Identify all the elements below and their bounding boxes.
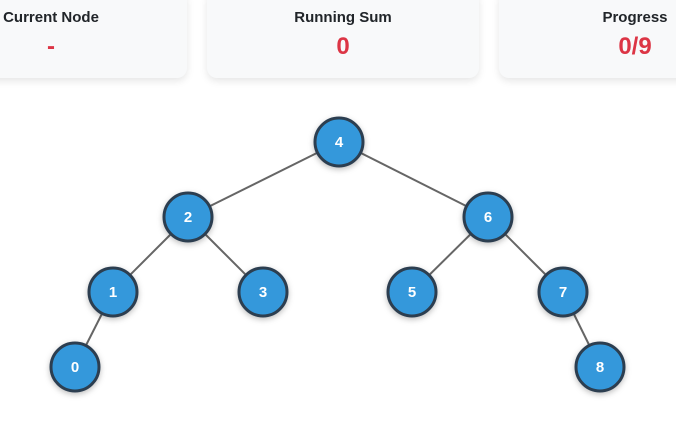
tree-node-label-7: 7 (559, 284, 567, 301)
tree-svg: 4 2 6 1 3 5 7 0 8 (49, 116, 626, 393)
running-sum-value: 0 (336, 33, 350, 60)
tree-node-8: 8 (574, 341, 626, 393)
tree-node-circle-4 (313, 116, 365, 168)
tree-node-label-4: 4 (335, 134, 344, 151)
tree-edge-4-6 (338, 141, 489, 218)
progress-value: 0/9 (618, 33, 652, 60)
tree-node-label-3: 3 (259, 284, 267, 301)
tree-node-circle-0 (49, 341, 101, 393)
tree-node-0: 0 (49, 341, 101, 393)
tree-node-circle-2 (162, 191, 214, 243)
tree-node-label-1: 1 (109, 284, 117, 301)
running-sum-label: Running Sum (294, 9, 392, 26)
tree-node-5: 5 (386, 266, 438, 318)
tree-node-circle-5 (386, 266, 438, 318)
tree-node-circle-7 (537, 266, 589, 318)
tree-node-label-0: 0 (71, 359, 79, 376)
progress-label: Progress (602, 9, 668, 26)
running-sum-card: Running Sum 0 (207, 0, 479, 78)
current-node-label: Current Node (3, 9, 99, 26)
tree-node-3: 3 (237, 266, 289, 318)
tree-node-1: 1 (87, 266, 139, 318)
tree-node-circle-6 (462, 191, 514, 243)
stats-row: Current Node - Running Sum 0 Progress 0/… (0, 0, 676, 78)
tree-node-6: 6 (462, 191, 514, 243)
tree-visualization: 4 2 6 1 3 5 7 0 8 (0, 90, 676, 424)
tree-node-circle-3 (237, 266, 289, 318)
current-node-value: - (47, 33, 55, 60)
tree-edge-4-2 (187, 141, 340, 218)
tree-node-label-5: 5 (408, 284, 416, 301)
progress-card: Progress 0/9 (499, 0, 676, 78)
tree-node-label-6: 6 (484, 209, 492, 226)
tree-node-circle-8 (574, 341, 626, 393)
current-node-card: Current Node - (0, 0, 187, 78)
tree-node-label-8: 8 (596, 359, 604, 376)
tree-node-4: 4 (313, 116, 365, 168)
tree-node-2: 2 (162, 191, 214, 243)
tree-node-label-2: 2 (184, 209, 192, 226)
tree-node-7: 7 (537, 266, 589, 318)
tree-node-circle-1 (87, 266, 139, 318)
